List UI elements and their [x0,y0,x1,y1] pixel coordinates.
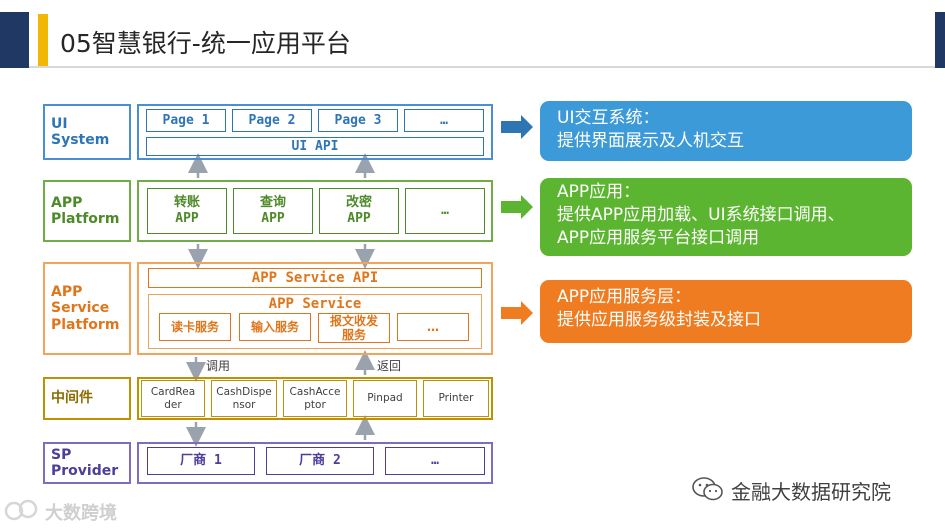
mw-printer-line1: Printer [438,392,474,405]
callout-app: APP应用： 提供APP应用加载、UI系统接口调用、 APP应用服务平台接口调用 [540,178,912,256]
callout-ui: UI交互系统： 提供界面展示及人机交互 [540,101,912,161]
arrow-app-callout [501,195,533,219]
callout-app-line2: APP应用服务平台接口调用 [557,227,760,248]
mw-cash-dispensor-line2: nsor [232,398,256,411]
sp-label-line1: SP [51,446,72,463]
callout-service-line1: 提供应用服务级封装及接口 [557,309,761,330]
ui-api: UI API [146,137,484,156]
app-more: … [405,188,485,234]
app-label-line1: APP [51,194,83,211]
callout-app-title: APP应用： [557,182,641,202]
service-card-read: 读卡服务 [159,313,231,341]
app-change-password-line2: APP [347,211,371,226]
ui-label-line2: System [51,132,110,148]
service-label-line1: APP [51,284,83,301]
ui-system-label: UI System [43,104,131,160]
mw-cash-acceptor: CashAcce ptor [283,380,347,417]
mw-card-reader: CardRea der [141,380,205,417]
app-query: 查询 APP [233,188,313,234]
mw-printer: Printer [423,380,489,417]
service-input-line1: 输入服务 [250,319,299,334]
wechat-icon [690,474,726,504]
sp-provider-panel [137,442,493,484]
service-message-line2: 服务 [341,328,366,342]
mw-pinpad: Pinpad [353,380,417,417]
app-more-line1: … [441,203,449,219]
callout-service-title: APP应用服务层： [557,287,692,307]
mw-cash-dispensor-line1: CashDispe [216,385,272,398]
app-change-password: 改密 APP [319,188,399,234]
mw-cash-acceptor-line1: CashAcce [289,385,341,398]
app-transfer: 转账 APP [147,188,227,234]
ui-page-2: Page 2 [232,109,312,132]
service-label-line2: Service [51,300,110,317]
middleware-label-text: 中间件 [51,390,93,407]
middleware-label: 中间件 [43,377,131,420]
ui-system-panel [137,104,493,160]
page-title: 05智慧银行-统一应用平台 [60,29,351,58]
arrow-ui-callout [501,115,533,139]
service-input: 输入服务 [239,313,311,341]
callout-ui-title: UI交互系统： [557,108,660,128]
mw-cash-acceptor-line2: ptor [304,398,326,411]
return-label: 返回 [377,359,402,373]
app-query-line1: 查询 [259,195,286,211]
mw-card-reader-line1: CardRea [150,385,196,398]
sp-vendor-more: … [385,447,485,475]
service-api: APP Service API [148,268,482,288]
service-platform-label: APP Service Platform [43,262,131,355]
ui-page-more: … [404,109,484,132]
arrow-service-callout [501,301,533,325]
app-label-line2: Platform [51,211,120,227]
ui-label-line1: UI [51,115,68,132]
service-more-line1: … [427,319,439,334]
callout-ui-line1: 提供界面展示及人机交互 [557,130,744,151]
service-message-line1: 报文收发 [329,313,378,328]
header-divider [29,66,935,68]
mw-pinpad-line1: Pinpad [367,392,403,405]
service-platform-panel [137,262,493,355]
app-platform-label: APP Platform [43,180,131,242]
app-query-line2: APP [261,211,285,226]
watermark-bottom-left: 大数跨境 [45,503,117,524]
mw-cash-dispensor: CashDispe nsor [211,380,277,417]
service-more: … [397,313,469,341]
service-container: APP Service [148,294,482,349]
sp-vendor-2: 厂商 2 [266,447,374,475]
sp-provider-label: SP Provider [43,442,131,484]
bottom-left-logo-icon [4,497,42,523]
service-label-line3: Platform [51,316,120,333]
callout-service: APP应用服务层： 提供应用服务级封装及接口 [540,280,912,343]
middleware-panel [137,377,493,420]
sp-vendor-1: 厂商 1 [147,447,255,475]
service-title: APP Service [268,296,362,312]
app-change-password-line1: 改密 [345,195,372,211]
sp-label-line2: Provider [51,463,119,479]
watermark-bottom-right: 金融大数据研究院 [731,480,891,504]
header-accent-bar [38,14,48,66]
app-transfer-line1: 转账 [173,195,200,211]
header-left-bar [0,12,29,68]
ui-page-1: Page 1 [146,109,226,132]
app-transfer-line2: APP [175,211,199,226]
callout-app-line1: 提供APP应用加载、UI系统接口调用、 [557,204,845,225]
call-label: 调用 [206,359,231,373]
ui-page-3: Page 3 [318,109,398,132]
service-message: 报文收发 服务 [318,313,390,343]
service-card-read-line1: 读卡服务 [170,319,219,334]
app-platform-panel [137,180,493,242]
mw-card-reader-line2: der [164,398,182,411]
header-right-bar [935,12,945,68]
